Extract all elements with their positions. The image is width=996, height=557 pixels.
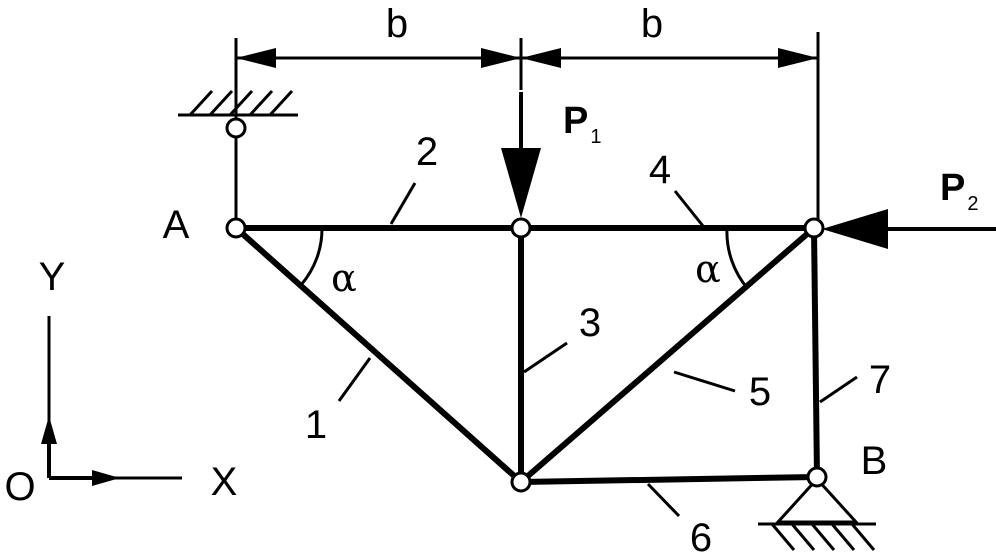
axis-label-y: Y [39,255,66,299]
axis-label-x: X [211,460,238,504]
member-7 [811,225,820,480]
dimension-label-right: b [641,2,663,46]
hinge-top-middle [510,217,532,239]
hinge-a [225,217,247,239]
node-label-a: A [163,203,190,247]
dimension-line-right [521,48,818,68]
member-label-2: 2 [416,130,438,174]
hinge-top-right [803,217,825,239]
dimension-label-left: b [386,2,408,46]
dimension-line-left [236,48,521,68]
member-label-4: 4 [649,148,671,192]
member-label-3: 3 [579,301,601,345]
angle-label-left: α [331,256,357,300]
hinge-top-support [225,117,247,139]
node-label-b: B [861,439,888,483]
member-6 [518,474,820,485]
truss-members [233,225,820,485]
angle-arc-left [299,227,324,286]
angle-label-right: α [695,247,721,291]
load-p1-arrow [501,92,541,218]
member-leaders [337,182,858,518]
member-label-6: 6 [690,516,712,557]
hinges [225,117,828,493]
coordinate-axes [41,316,182,486]
member-label-7: 7 [869,358,891,402]
hinge-bottom-middle [510,471,532,493]
angle-arc-right [725,227,750,290]
member-label-5: 5 [749,370,771,414]
member-label-1: 1 [305,403,327,447]
load-p2-arrow [822,209,996,249]
member-1 [233,225,524,485]
top-fixed-support [178,89,298,117]
hinge-b [806,466,828,488]
pin-support-b [758,476,876,551]
axis-label-origin: O [4,465,35,509]
member-5 [518,225,817,485]
